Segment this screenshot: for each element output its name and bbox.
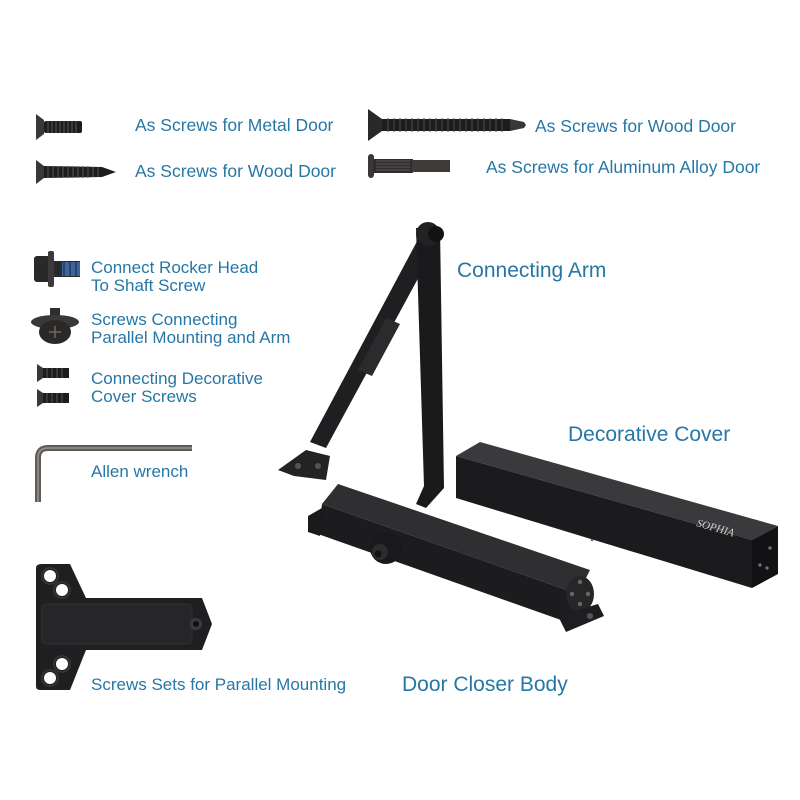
countersunk-wood-screw-icon bbox=[34, 158, 118, 186]
knurled-pin-icon bbox=[368, 152, 454, 180]
decorative-cover-illustration: SOPHIA bbox=[452, 430, 784, 590]
wood-door-screws-label: As Screws for Wood Door bbox=[135, 161, 336, 181]
connecting-arm-label: Connecting Arm bbox=[457, 259, 607, 282]
label-line: Connect Rocker Head bbox=[91, 258, 259, 277]
label-line: To Shaft Screw bbox=[91, 275, 206, 295]
door-closer-body-label: Door Closer Body bbox=[402, 673, 568, 696]
label-line: Cover Screws bbox=[91, 386, 197, 406]
parallel-mounting-bracket-illustration bbox=[32, 562, 216, 694]
label-line: Screws Connecting bbox=[91, 310, 238, 329]
aluminum-door-screws-label: As Screws for Aluminum Alloy Door bbox=[486, 157, 761, 177]
metal-door-screws-label: As Screws for Metal Door bbox=[135, 115, 334, 135]
connecting-arm-illustration bbox=[276, 218, 476, 518]
label-line: Parallel Mounting and Arm bbox=[91, 327, 291, 347]
decorative-cover-label: Decorative Cover bbox=[568, 423, 731, 446]
cover-screws-icon bbox=[36, 362, 72, 410]
allen-wrench-icon bbox=[32, 444, 194, 504]
washer-screw-icon bbox=[30, 306, 82, 348]
parallel-mounting-screws-label: Screws Connecting Parallel Mounting and … bbox=[91, 311, 290, 347]
wood-door-screws-label-2: As Screws for Wood Door bbox=[535, 116, 736, 136]
self-drilling-screw-icon bbox=[368, 107, 528, 143]
label-line: Connecting Decorative bbox=[91, 369, 263, 388]
flange-bolt-icon bbox=[32, 250, 84, 288]
allen-wrench-label: Allen wrench bbox=[91, 462, 189, 481]
parallel-mounting-set-label: Screws Sets for Parallel Mounting bbox=[91, 675, 347, 694]
countersunk-machine-screw-icon bbox=[34, 112, 86, 142]
decorative-cover-screws-label: Connecting Decorative Cover Screws bbox=[91, 370, 263, 406]
door-closer-body-illustration bbox=[308, 476, 608, 636]
rocker-head-screw-label: Connect Rocker Head To Shaft Screw bbox=[91, 259, 258, 295]
